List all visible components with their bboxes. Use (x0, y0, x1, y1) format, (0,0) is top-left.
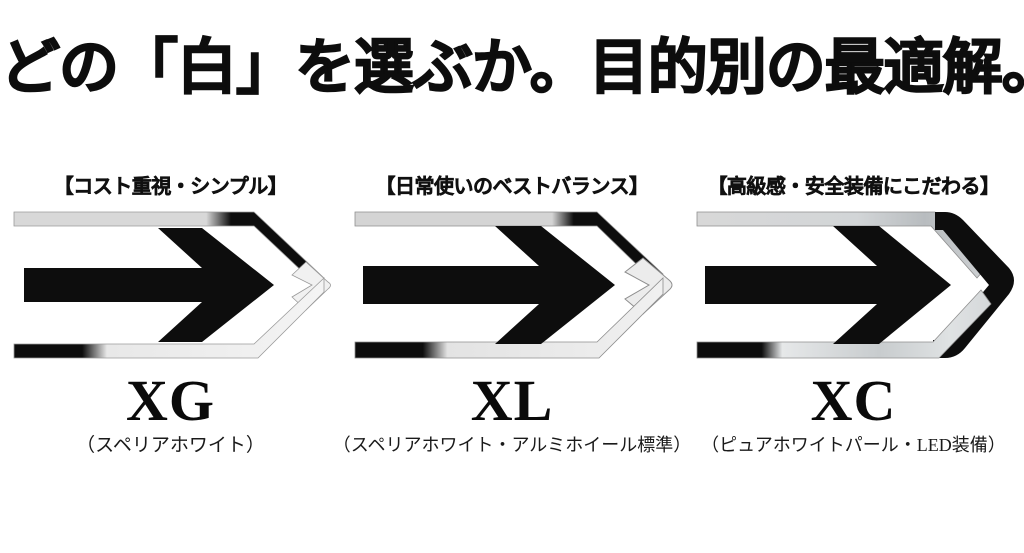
inner-solid-arrow (23, 228, 274, 342)
outer-chevron-bottom-arm (696, 289, 992, 359)
grade-column-xc[interactable]: 【高級感・安全装備にこだわる】 (683, 176, 1024, 456)
outer-chevron-bottom-arm (13, 277, 324, 359)
column-header-xc: 【高級感・安全装備にこだわる】 (707, 174, 1000, 198)
outer-chevron-tip (290, 261, 331, 311)
grade-name-xc: XC (810, 368, 897, 433)
page-title: どの「白」を選ぶか。目的別の最適解。 (0, 33, 1024, 103)
grade-description-xc: （ピュアホワイトパール・LED装備） (701, 435, 1006, 455)
page-title-container: どの「白」を選ぶか。目的別の最適解。 (0, 33, 1024, 103)
grade-name-xg: XG (126, 368, 215, 433)
grade-comparison-columns: 【コスト重視・シンプル】 (0, 176, 1024, 457)
grade-column-xg[interactable]: 【コスト重視・シンプル】 (0, 176, 341, 457)
arrow-graphic-xc (689, 206, 1019, 364)
inner-solid-arrow (363, 226, 615, 344)
grade-description-xg: （スペリアホワイト） (76, 435, 265, 456)
grade-description-xl: （スペリアホワイト・アルミホイール標準） (332, 435, 692, 455)
arrow-graphic-xg (6, 206, 336, 364)
grade-name-xl: XL (470, 368, 554, 433)
column-header-xg: 【コスト重視・シンプル】 (53, 174, 288, 198)
outer-chevron-tip (624, 257, 673, 315)
column-header-xl: 【日常使いのベストバランス】 (375, 174, 649, 198)
inner-solid-arrow (704, 226, 951, 344)
grade-column-xl[interactable]: 【日常使いのベストバランス】 (333, 174, 692, 456)
arrow-graphic-xl (347, 206, 677, 364)
